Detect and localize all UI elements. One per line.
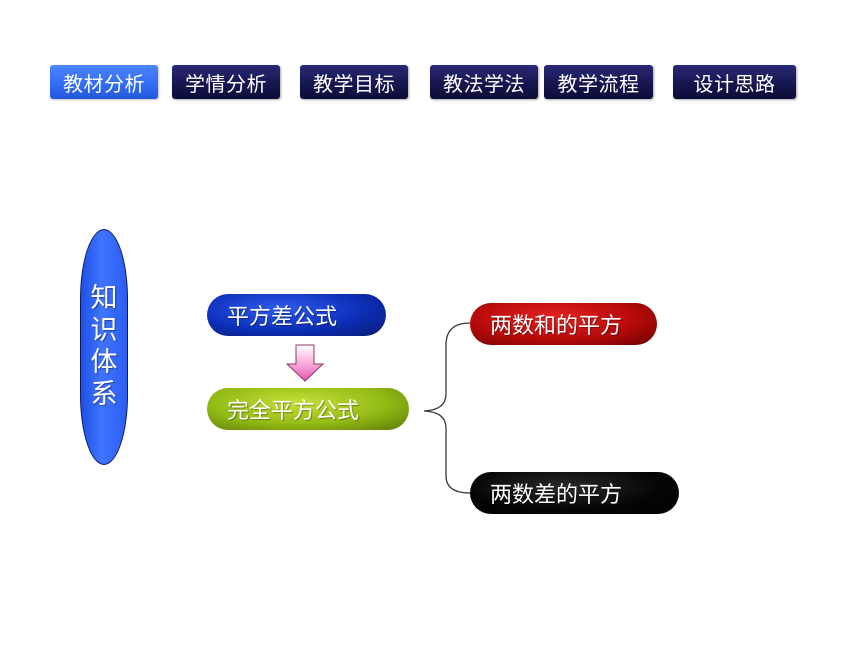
knowledge-system-title: 知 识 体 系 — [80, 229, 128, 465]
title-char: 识 — [90, 315, 118, 347]
tab-teaching-process[interactable]: 教学流程 — [544, 65, 653, 99]
node-perfect-square: 完全平方公式 — [207, 388, 409, 430]
title-char: 体 — [90, 347, 118, 378]
title-char: 系 — [90, 378, 118, 410]
tab-teaching-goals[interactable]: 教学目标 — [300, 65, 408, 99]
curly-brace — [423, 322, 471, 494]
tab-student-analysis[interactable]: 学情分析 — [172, 65, 280, 99]
node-square-of-difference: 两数差的平方 — [470, 472, 679, 514]
title-char: 知 — [90, 283, 118, 315]
node-difference-of-squares: 平方差公式 — [207, 294, 386, 336]
down-arrow-icon — [285, 344, 325, 382]
tab-textbook-analysis[interactable]: 教材分析 — [50, 65, 158, 99]
tab-teaching-methods[interactable]: 教法学法 — [430, 65, 538, 99]
tab-design-ideas[interactable]: 设计思路 — [673, 65, 796, 99]
node-square-of-sum: 两数和的平方 — [470, 303, 657, 345]
